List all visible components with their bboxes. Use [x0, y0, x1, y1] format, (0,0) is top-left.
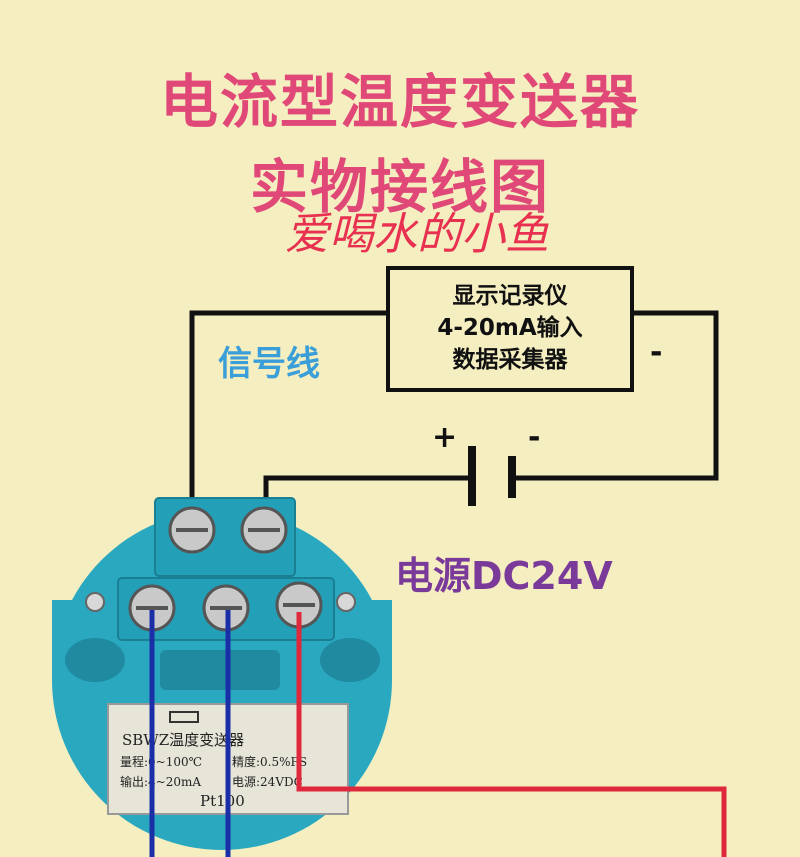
plate-accuracy: 精度:0.5%FS — [232, 754, 307, 769]
recorder-line-1: 显示记录仪 — [452, 283, 568, 309]
battery-symbol — [468, 446, 516, 506]
battery-minus-label: - — [528, 420, 541, 455]
plate-sensor: Pt100 — [200, 792, 245, 810]
red-wire — [296, 612, 727, 857]
terminal-screws — [128, 506, 323, 632]
battery-plus-wire — [263, 475, 472, 520]
recorder-minus-label: - — [650, 335, 663, 370]
author-signature: 爱喝水的小鱼 — [285, 209, 549, 260]
signal-wire — [189, 310, 388, 520]
power-supply-label: 电源DC24V — [395, 554, 613, 598]
screw-top-1 — [168, 506, 216, 554]
title-line-1: 电流型温度变送器 — [159, 68, 640, 136]
recorder-box: 显示记录仪 4-20mA输入 数据采集器 — [386, 266, 634, 392]
signal-wire-label: 信号线 — [218, 344, 320, 384]
recorder-line-3: 数据采集器 — [452, 347, 568, 373]
recorder-minus-wire — [515, 310, 719, 481]
screw-bottom-2 — [202, 584, 250, 632]
plate-supply: 电源:24VDC — [232, 775, 303, 789]
recorder-line-2: 4-20mA输入 — [437, 315, 583, 341]
sensor-wires — [149, 610, 727, 857]
plate-output: 输出:4~20mA — [120, 774, 201, 789]
plate-range: 量程:0~100℃ — [120, 754, 202, 769]
title-line-2: 实物接线图 — [249, 153, 550, 221]
battery-plus-label: + — [432, 420, 458, 455]
screw-top-2 — [240, 506, 288, 554]
